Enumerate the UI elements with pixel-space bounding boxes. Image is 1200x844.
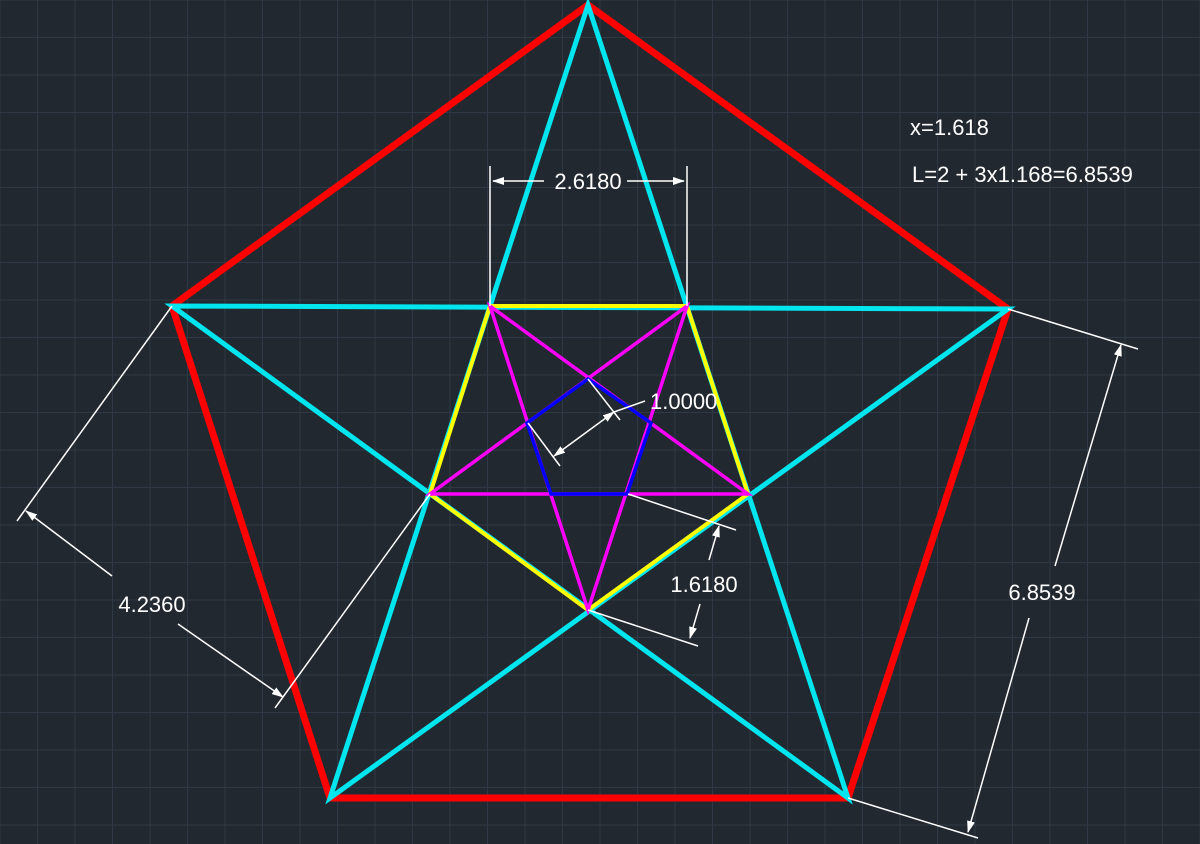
outer-pentagon	[167, 0, 1013, 802]
innermost-pentagon	[524, 376, 654, 496]
dimension-label-top-width: 2.6180	[554, 169, 621, 194]
dimension-right-side[interactable]	[847, 308, 1139, 839]
dimension-label-mid-segment: 1.6180	[670, 572, 737, 597]
dimension-label-left-segment: 4.2360	[118, 592, 185, 617]
dimension-inner-side[interactable]	[527, 378, 646, 467]
outer-pentagram	[164, 0, 1016, 805]
yellow-pentagon	[427, 304, 751, 613]
note-x-value: x=1.618	[910, 115, 989, 140]
dimension-mid-segment[interactable]	[587, 493, 737, 647]
dimension-left-segment[interactable]	[16, 305, 431, 709]
dimension-label-right-side: 6.8539	[1008, 580, 1075, 605]
dimension-top-width[interactable]	[489, 166, 688, 306]
dimension-label-inner-side: 1.0000	[650, 389, 717, 414]
note-length-formula: L=2 + 3x1.168=6.8539	[912, 162, 1133, 187]
